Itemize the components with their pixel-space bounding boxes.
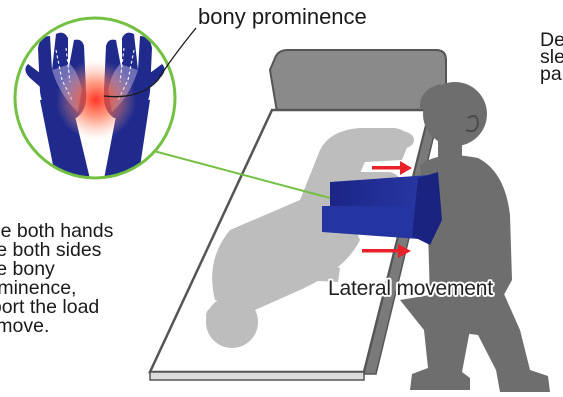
- lateral-movement-label: Lateral movement: [328, 277, 493, 301]
- side-note-line: pa: [540, 66, 563, 83]
- instruction-text: ace both hands the both sides the bony r…: [0, 222, 113, 336]
- bony-prominence-label: bony prominence: [198, 4, 367, 30]
- instruction-line: d move.: [0, 317, 113, 336]
- bed-mattress-side: [150, 372, 364, 380]
- hands-closeup-icon: [15, 18, 175, 200]
- heat-spot: [56, 60, 136, 140]
- side-note-text: De sle pa: [540, 32, 563, 83]
